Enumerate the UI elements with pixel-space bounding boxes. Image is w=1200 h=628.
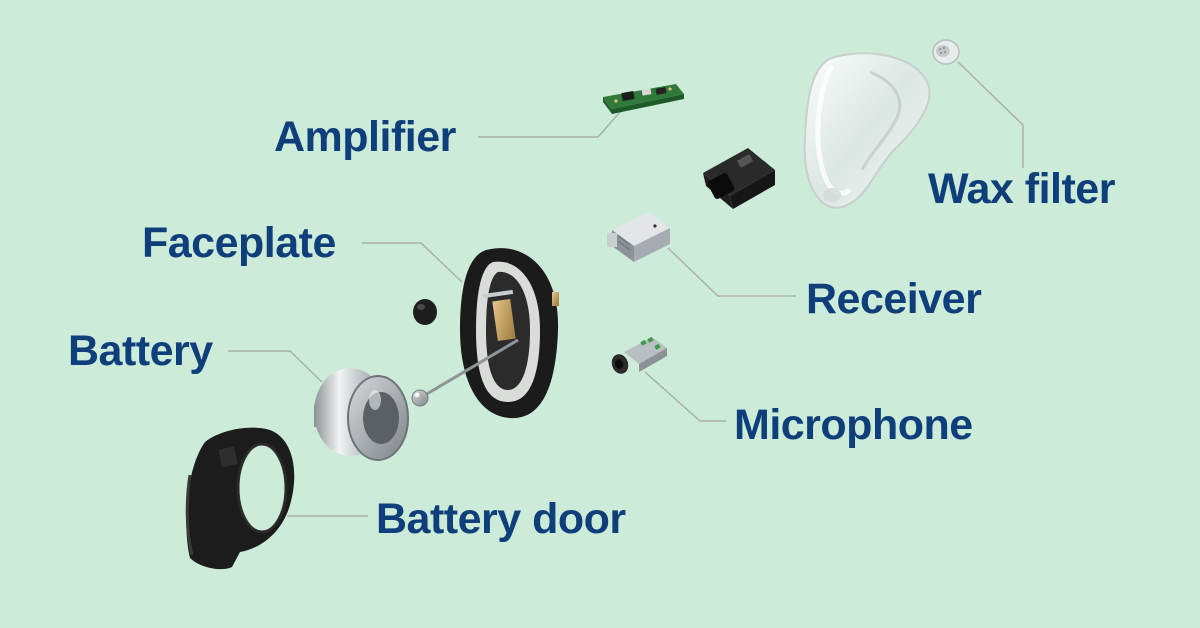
label-faceplate: Faceplate [142,219,336,267]
leader-line-wax-filter [957,61,1024,168]
label-receiver: Receiver [806,275,982,323]
label-microphone: Microphone [734,401,973,449]
battery-component [314,368,409,461]
amplifier-component [603,84,684,114]
receiver-component [607,212,670,262]
leader-line-battery [228,350,323,383]
leader-line-amplifier [478,111,621,138]
label-wax-filter: Wax filter [928,165,1115,213]
faceplate-component [411,248,559,419]
leader-line-faceplate [362,242,463,283]
button-component [413,299,437,325]
leader-lines [228,61,1024,517]
leader-line-microphone [644,371,726,422]
ear-shell-component [803,52,931,209]
leader-line-receiver [667,247,796,297]
microphone-component [611,336,667,374]
wax-filter-component [932,39,960,65]
label-battery-door: Battery door [376,495,626,543]
label-battery: Battery [68,327,213,375]
connector-component [703,148,775,209]
label-amplifier: Amplifier [274,113,456,161]
battery-door-component [185,427,295,570]
